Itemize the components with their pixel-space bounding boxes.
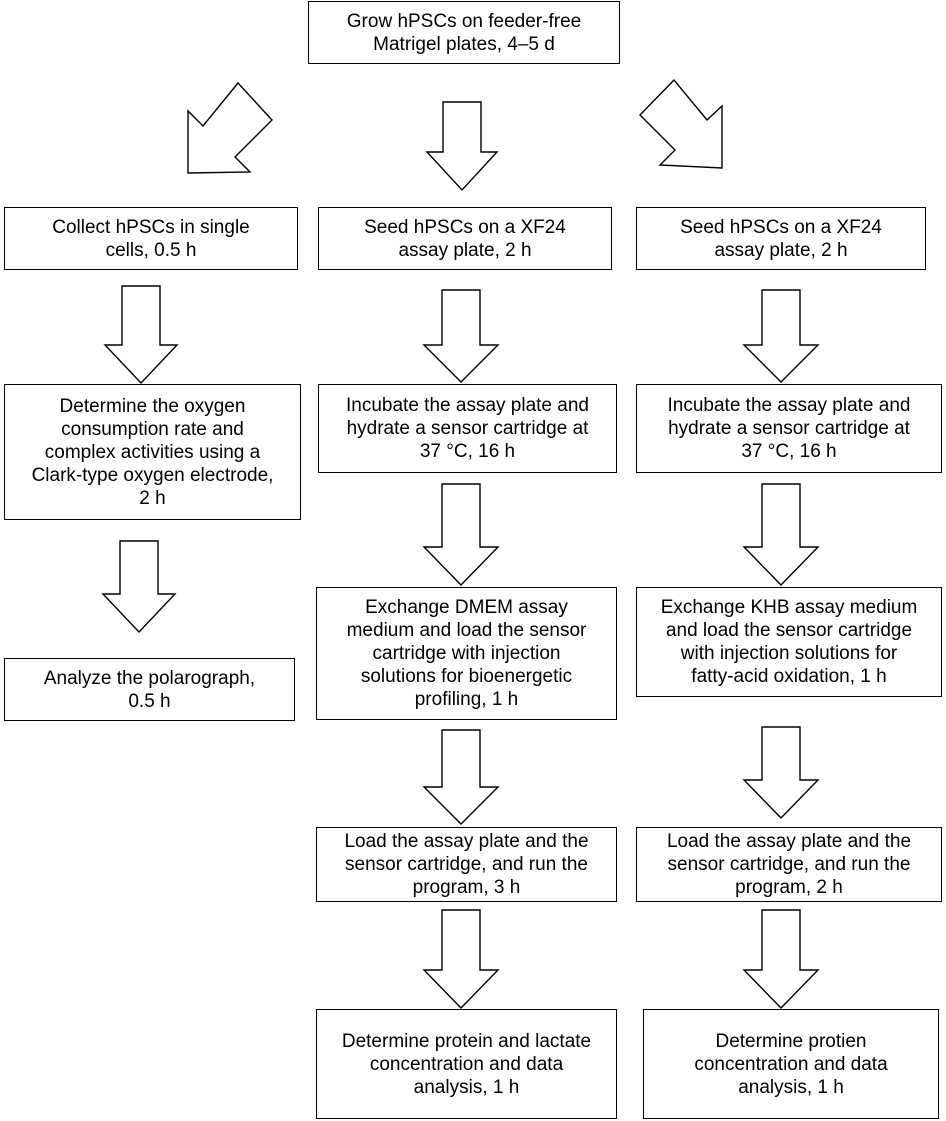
- arrow-right-3: [742, 726, 820, 820]
- right-step-4: Load the assay plate and the sensor cart…: [636, 827, 942, 902]
- right-step-3: Exchange KHB assay medium and load the s…: [636, 587, 942, 697]
- arrow-left-1: [103, 285, 179, 385]
- arrow-middle-4: [422, 909, 500, 1010]
- middle-step-4: Load the assay plate and the sensor cart…: [316, 827, 617, 902]
- arrow-right-1: [742, 289, 820, 383]
- arrow-right-2: [742, 483, 820, 587]
- middle-step-2: Incubate the assay plate and hydrate a s…: [318, 384, 617, 473]
- arrow-right-4: [742, 909, 820, 1010]
- arrow-middle-3: [422, 729, 500, 825]
- left-step-1: Collect hPSCs in single cells, 0.5 h: [4, 207, 298, 270]
- right-step-5: Determine protien concentration and data…: [643, 1009, 939, 1119]
- arrow-middle-1: [422, 289, 500, 383]
- middle-step-5: Determine protein and lactate concentrat…: [316, 1009, 617, 1119]
- arrow-middle-2: [422, 483, 500, 587]
- right-step-1: Seed hPSCs on a XF24 assay plate, 2 h: [636, 207, 926, 270]
- arrow-down-left: [187, 81, 273, 174]
- arrow-down-middle: [425, 101, 499, 192]
- left-step-3: Analyze the polarograph, 0.5 h: [4, 658, 295, 721]
- step-start: Grow hPSCs on feeder-free Matrigel plate…: [308, 1, 620, 64]
- arrow-down-right: [639, 78, 723, 169]
- right-step-2: Incubate the assay plate and hydrate a s…: [636, 384, 942, 473]
- middle-step-1: Seed hPSCs on a XF24 assay plate, 2 h: [318, 207, 612, 270]
- middle-step-3: Exchange DMEM assay medium and load the …: [316, 587, 617, 720]
- left-step-2: Determine the oxygen consumption rate an…: [4, 384, 301, 520]
- arrow-left-2: [101, 540, 177, 634]
